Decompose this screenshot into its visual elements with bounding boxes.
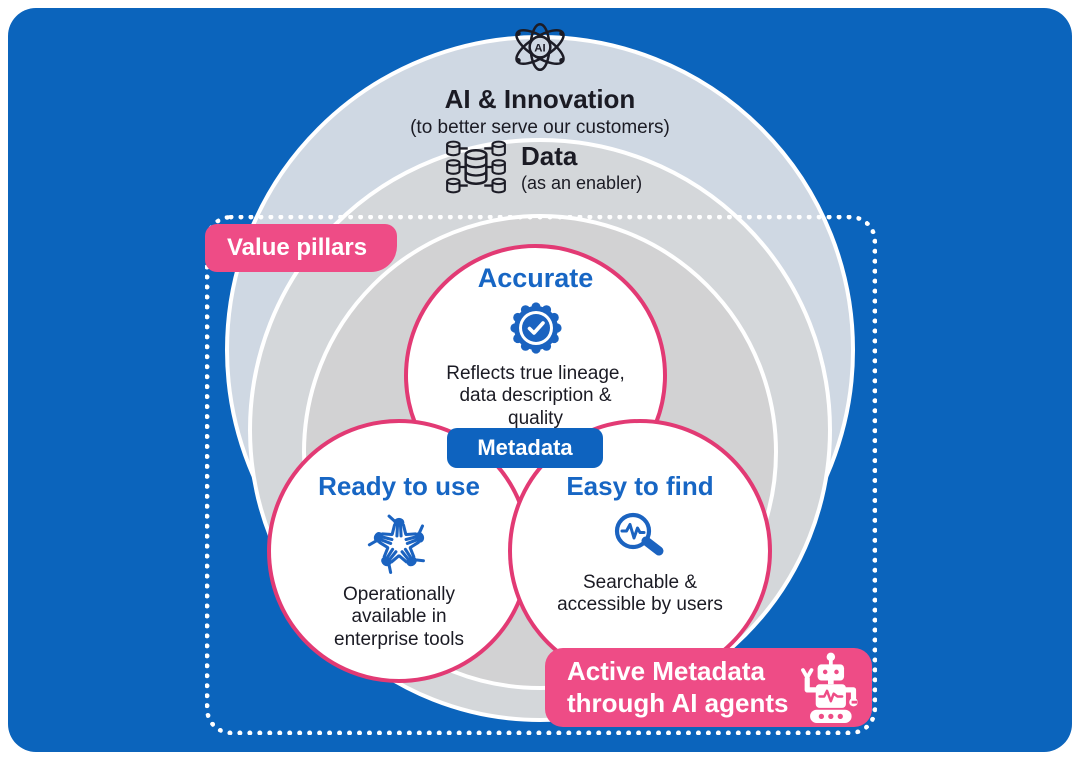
ai-icon-label: AI [534, 43, 545, 55]
pillar-easy-title: Easy to find [566, 471, 714, 501]
data-subtitle: (as an enabler) [521, 172, 643, 193]
value-pillars-badge: Value pillars [205, 224, 397, 272]
pillar-ready-description: Operationally available in enterprise to… [334, 584, 464, 650]
ai-innovation-title: AI & Innovation [444, 84, 636, 114]
data-group: Data (as an enabler) [443, 138, 642, 196]
data-title: Data [521, 140, 578, 171]
active-metadata-badge: Active Metadata through AI agents [545, 648, 872, 727]
search-pulse-icon [614, 512, 664, 556]
ai-innovation-group: AI AI & Innovation (to better serve our … [290, 18, 790, 139]
active-metadata-line1: Active Metadata [567, 655, 765, 686]
robot-icon [801, 652, 859, 723]
pillar-accurate-description: Reflects true lineage, data description … [446, 363, 625, 429]
pillar-easy-description: Searchable & accessible by users [557, 572, 723, 616]
atom-ai-icon: AI [515, 22, 565, 72]
pillar-ready-title: Ready to use [318, 471, 480, 501]
value-pillars-boundary [205, 215, 877, 735]
verified-badge-icon [509, 302, 562, 354]
hands-unity-icon [367, 514, 425, 574]
database-network-icon [446, 140, 506, 194]
ai-innovation-subtitle: (to better serve our customers) [410, 117, 670, 138]
metadata-badge: Metadata [447, 428, 603, 468]
pillar-accurate-title: Accurate [477, 263, 594, 293]
active-metadata-line2: through AI agents [567, 687, 789, 718]
